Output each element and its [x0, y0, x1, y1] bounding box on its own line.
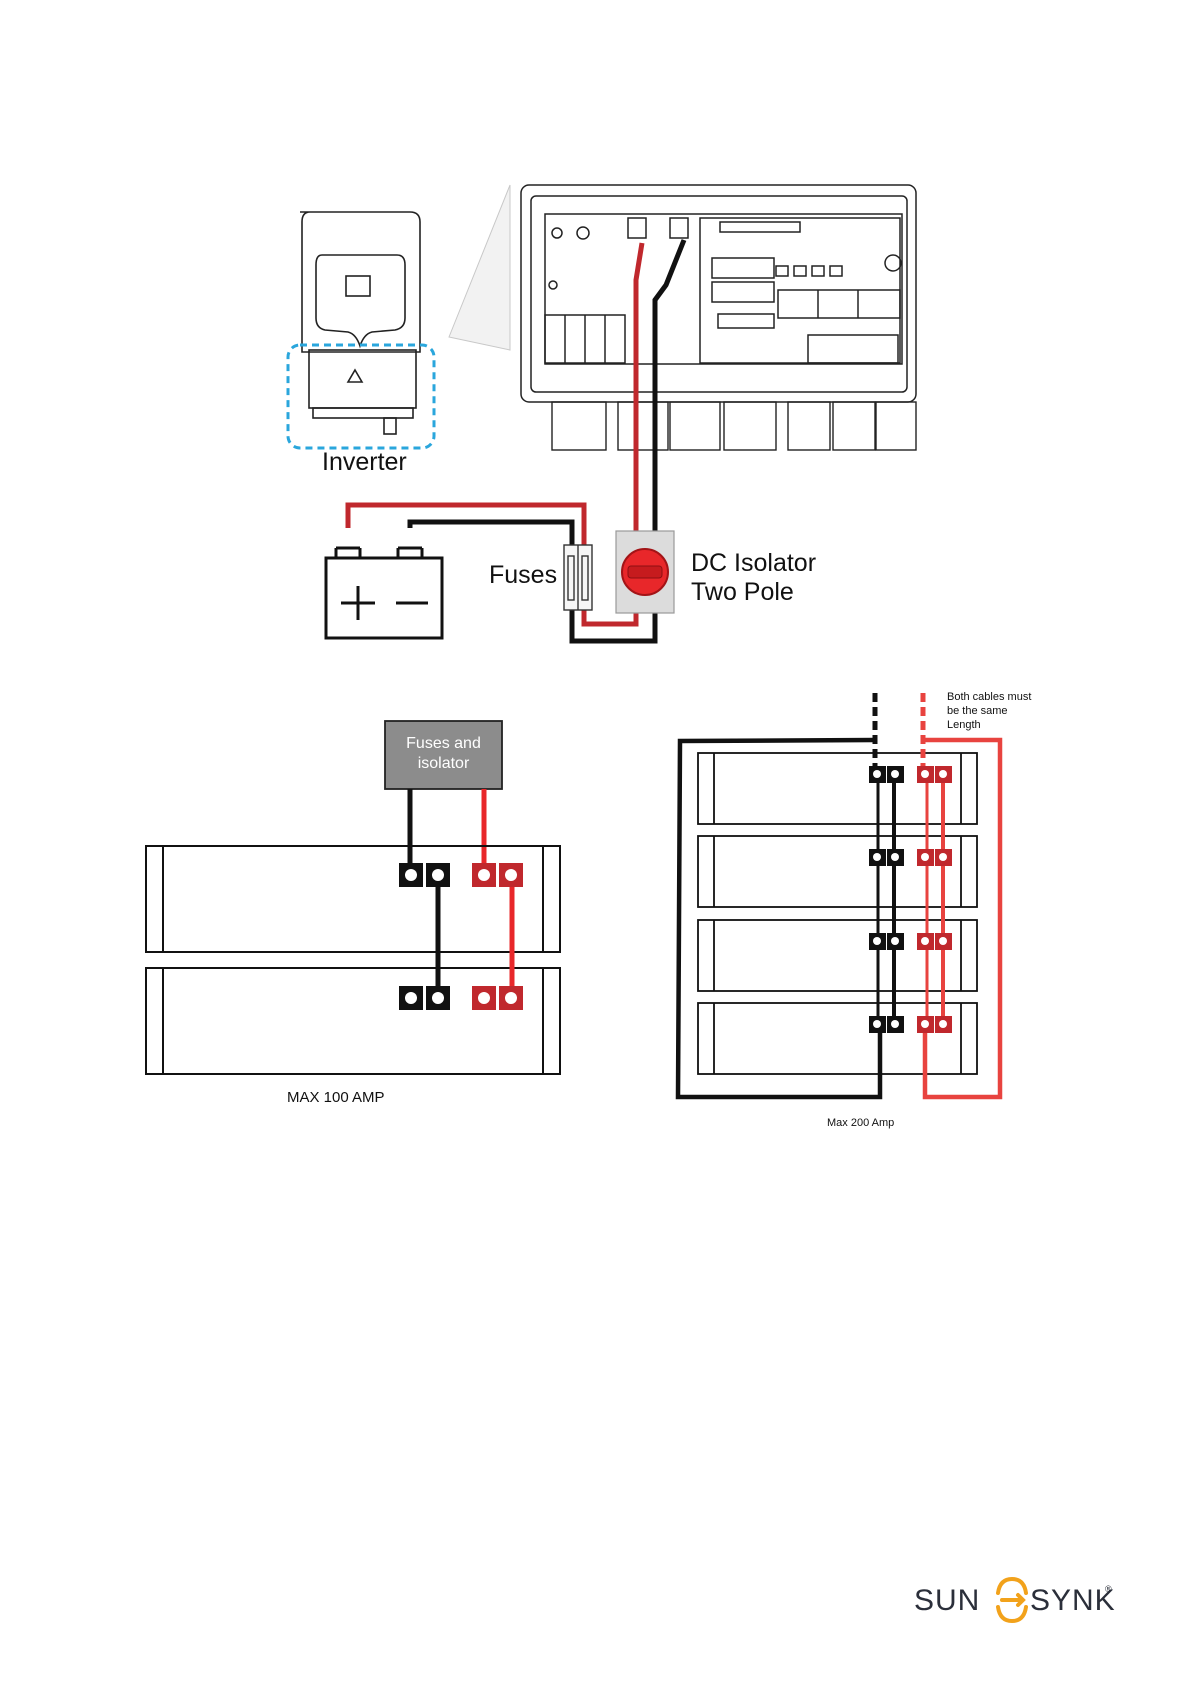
battery-negative-cable [410, 522, 572, 545]
left-battery-1 [146, 846, 560, 952]
two-pole-label: Two Pole [691, 577, 794, 607]
left-battery-2 [146, 968, 560, 1074]
logo-text-sun: SUN [914, 1584, 980, 1618]
zoom-callout [449, 185, 510, 350]
max-100-amp-label: MAX 100 AMP [287, 1089, 385, 1107]
battery-icon [326, 548, 442, 638]
cable-note-line2: be the same [947, 704, 1008, 718]
fuses-icon [564, 545, 592, 610]
dc-isolator-label: DC Isolator [691, 548, 816, 578]
inverter-label: Inverter [322, 447, 407, 477]
inverter-positive-cable [636, 243, 642, 535]
logo-text-synk: SYNK [1030, 1584, 1116, 1618]
sunsynk-logo-mark [998, 1579, 1026, 1621]
fuses-label: Fuses [489, 560, 557, 590]
battery-positive-cable [348, 505, 584, 545]
right-terminals [869, 766, 952, 1033]
max-200-amp-label: Max 200 Amp [827, 1116, 894, 1130]
dc-isolator-icon [616, 531, 674, 613]
cable-glands [552, 402, 916, 450]
cable-note-line1: Both cables must [947, 690, 1031, 704]
fuses-box-label-line1: Fuses and [385, 734, 502, 754]
right-negative-loop [678, 740, 880, 1097]
inverter-highlight [288, 345, 434, 448]
inverter-illustration [300, 212, 420, 434]
cable-note-line3: Length [947, 718, 981, 732]
logo-registered-mark: ® [1105, 1584, 1112, 1594]
fuses-box-label-line2: isolator [385, 754, 502, 774]
inverter-negative-cable [655, 240, 684, 535]
inverter-wiring-bay [521, 185, 916, 402]
left-terminals [399, 863, 523, 1010]
